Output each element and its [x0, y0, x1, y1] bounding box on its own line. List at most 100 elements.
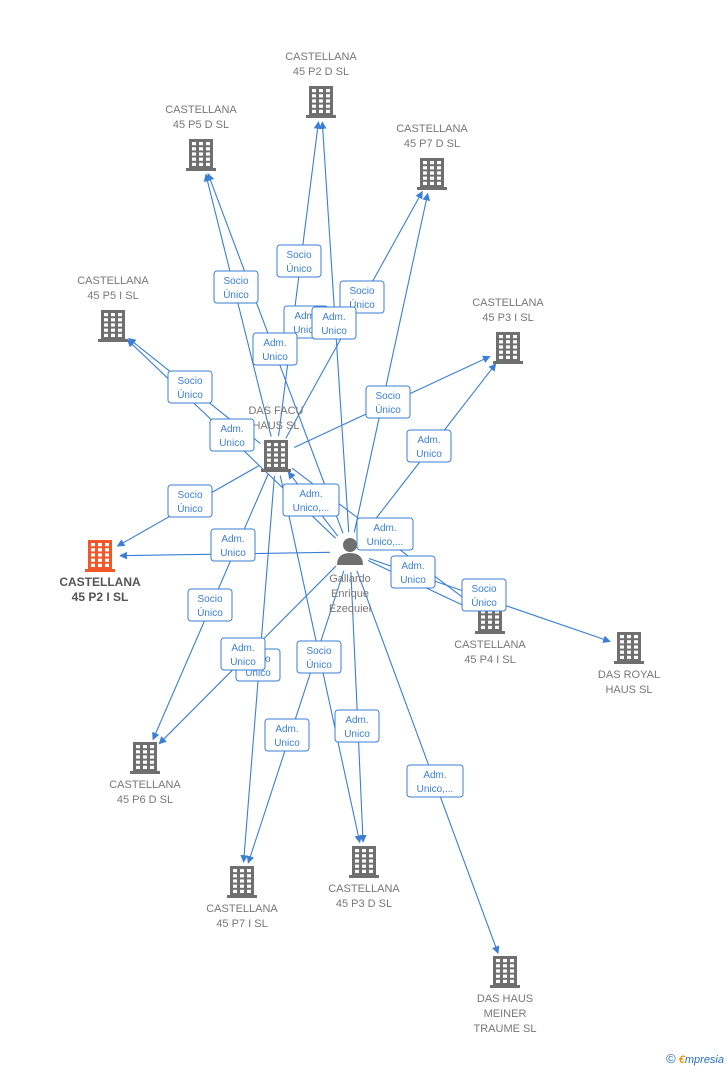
- node-label: Ezequiel: [329, 603, 371, 615]
- edge-label[interactable]: Adm.Unico: [210, 528, 256, 562]
- node-facu[interactable]: DAS FACU HAUS SL: [248, 405, 304, 472]
- brand-logo-mark: €: [678, 1054, 685, 1066]
- edge-label-text: Unico,...: [367, 537, 404, 548]
- edge-label-text: Único: [375, 403, 401, 416]
- edge-label-box: [167, 370, 213, 404]
- edge-label-box: [167, 484, 213, 518]
- node-label: 45 P4 I SL: [464, 654, 515, 666]
- edge-label-text: Socio: [197, 594, 222, 605]
- node-label: CASTELLANA: [472, 297, 544, 309]
- node-label: 45 P3 I SL: [482, 312, 533, 324]
- edge-label-box: [461, 578, 507, 612]
- node-label: CASTELLANA: [396, 123, 468, 135]
- edge-label[interactable]: Adm.Unico: [264, 718, 310, 752]
- edge-label[interactable]: Adm.Unico: [252, 332, 298, 366]
- edge-label-box: [210, 528, 256, 562]
- node-label: 45 P7 D SL: [404, 138, 460, 150]
- edge-label-text: Socio: [177, 376, 202, 387]
- edge-label-box: [220, 637, 266, 671]
- edge-label-box: [390, 555, 436, 589]
- node-label: CASTELLANA: [285, 51, 357, 63]
- node-p3i[interactable]: CASTELLANA 45 P3 I SL: [472, 297, 544, 364]
- building-icon: [227, 866, 257, 898]
- node-label: 45 P3 D SL: [336, 898, 392, 910]
- node-label: CASTELLANA: [165, 104, 237, 116]
- brand-name: mpresia: [684, 1054, 724, 1066]
- node-p7d[interactable]: CASTELLANA 45 P7 D SL: [396, 123, 468, 190]
- nodes-layer: CASTELLANA 45 P2 D SL CASTELLANA 45 P5 D SL…: [59, 51, 660, 1035]
- brand-footer[interactable]: ©€mpresia: [666, 1051, 724, 1066]
- edge-label[interactable]: Adm.Unico: [334, 709, 380, 743]
- node-label: DAS FACU: [248, 405, 303, 417]
- edge-label-box: [213, 270, 259, 304]
- edge-label-box: [187, 588, 233, 622]
- node-p3d[interactable]: CASTELLANA 45 P3 D SL: [328, 846, 400, 910]
- edge-label[interactable]: Adm.Unico: [220, 637, 266, 671]
- node-label: 45 P5 I SL: [87, 290, 138, 302]
- edge-label[interactable]: Adm.Unico: [390, 555, 436, 589]
- edge-label-text: Unico: [220, 548, 246, 559]
- edge-label[interactable]: Adm.Unico,...: [356, 517, 414, 551]
- edge-label-text: Socio: [349, 286, 374, 297]
- building-icon: [614, 632, 644, 664]
- building-icon: [186, 139, 216, 171]
- edge-label-text: Único: [197, 606, 223, 619]
- node-label: Gallardo: [329, 573, 371, 585]
- edge-label-text: Adm.: [220, 424, 243, 435]
- edge-label-box: [406, 764, 464, 798]
- edge-label-box: [282, 483, 340, 517]
- edge-label-box: [334, 709, 380, 743]
- edge-label-text: Unico: [416, 449, 442, 460]
- edge-label-text: Adm.: [275, 724, 298, 735]
- node-label: 45 P2 D SL: [293, 66, 349, 78]
- edge-label-text: Adm.: [423, 770, 446, 781]
- edge-label-text: Unico: [219, 438, 245, 449]
- edge-person-p3d: [350, 571, 367, 843]
- node-label: HAUS SL: [605, 684, 652, 696]
- edge-label[interactable]: Adm. Unico: [209, 418, 255, 452]
- edge-label[interactable]: Adm.Unico: [406, 429, 452, 463]
- node-label: CASTELLANA: [59, 575, 141, 589]
- edge-label-box: [296, 640, 342, 674]
- building-icon: [490, 956, 520, 988]
- node-label: 45 P5 D SL: [173, 119, 229, 131]
- node-label: CASTELLANA: [328, 883, 400, 895]
- edge-label[interactable]: Adm.Unico,...: [282, 483, 340, 517]
- node-p2d[interactable]: CASTELLANA 45 P2 D SL: [285, 51, 357, 118]
- edge-person-p7i: [246, 570, 345, 864]
- edge-label-box: [406, 429, 452, 463]
- person-icon: [337, 538, 363, 565]
- edge-label-text: Unico: [400, 575, 426, 586]
- edge-label-box: [356, 517, 414, 551]
- node-p5d[interactable]: CASTELLANA 45 P5 D SL: [165, 104, 237, 171]
- edge-facu-p2d: [277, 121, 322, 437]
- building-icon: [98, 310, 128, 342]
- node-label: DAS HAUS: [477, 993, 533, 1005]
- edge-label-text: Único: [471, 596, 497, 609]
- edge-label-text: Único: [223, 288, 249, 301]
- edge-label[interactable]: Adm.Unico: [311, 306, 357, 340]
- node-label: HAUS SL: [252, 420, 299, 432]
- edge-label-text: Único: [177, 388, 203, 401]
- edge-label-box: [365, 385, 411, 419]
- edge-label[interactable]: Adm.Unico,...: [406, 764, 464, 798]
- edge-label-text: Adm.: [322, 312, 345, 323]
